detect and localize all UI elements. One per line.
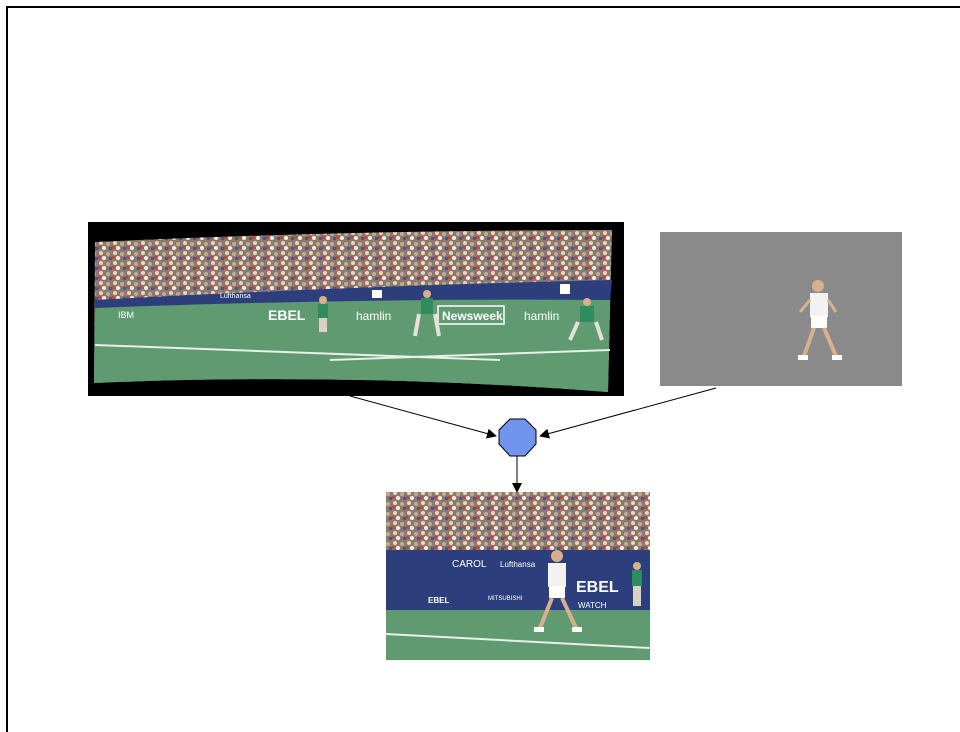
umpire-figure xyxy=(568,298,604,341)
composite-billboard-ebel-large: EBEL xyxy=(576,579,619,596)
composite-image: CAROL Lufthansa EBEL EBEL WATCH MITSUBIS… xyxy=(385,492,651,660)
arrow-panorama-to-node xyxy=(349,395,497,439)
tennis-player-figure xyxy=(798,280,842,360)
composite-line-judge-figure xyxy=(632,562,642,606)
composite-billboard-watch: WATCH xyxy=(578,601,607,610)
composite-billboard-lufthansa: Lufthansa xyxy=(500,560,536,569)
billboard-hamlin-2: hamlin xyxy=(524,309,559,323)
billboard-ibm: IBM xyxy=(118,310,134,320)
line-judge-figure xyxy=(318,296,328,332)
slide-frame xyxy=(6,6,960,732)
billboard-ebel: EBEL xyxy=(268,307,306,323)
composite-billboard-ebel-small: EBEL xyxy=(428,596,449,605)
billboard-hamlin-1: hamlin xyxy=(356,309,391,323)
composite-billboard-mitsubishi: MITSUBISHI xyxy=(488,596,523,602)
billboard-lufthansa: Lufthansa xyxy=(220,293,251,300)
composite-court xyxy=(386,610,650,660)
billboard-newsweek: Newsweek xyxy=(442,309,503,323)
composite-billboard-carol: CAROL xyxy=(452,559,487,570)
panorama-image: EBEL hamlin Newsweek hamlin IBM Lufthans… xyxy=(88,222,624,396)
court xyxy=(94,299,610,392)
composite-stadium-wall xyxy=(386,550,650,610)
arrow-mask-to-node xyxy=(539,387,717,439)
player-mask-image xyxy=(660,232,902,386)
composite-tennis-player-figure xyxy=(534,550,582,632)
ball-person-figure xyxy=(413,290,441,337)
composite-node xyxy=(498,418,537,457)
